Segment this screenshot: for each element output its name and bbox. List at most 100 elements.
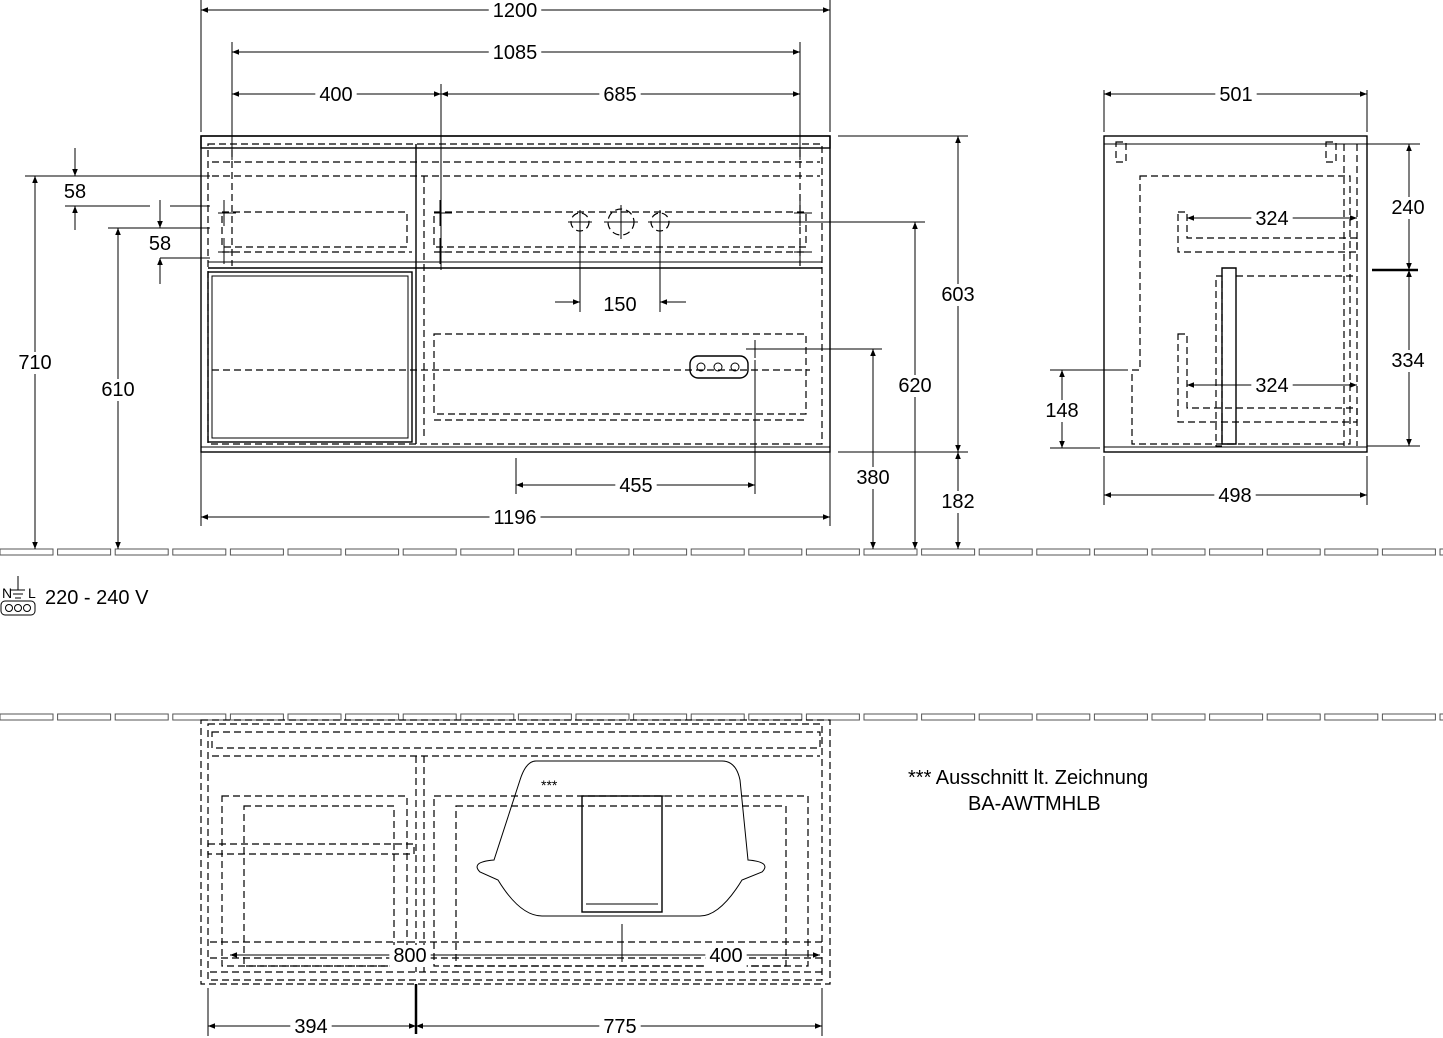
dim-socket-height: 380 xyxy=(856,467,889,489)
dim-width-inner-bg xyxy=(488,42,542,64)
front-view: 1200108540068558587106101504551196603620… xyxy=(14,0,979,549)
floor-line-bottom xyxy=(0,713,1443,721)
floor-segment xyxy=(863,713,918,721)
dim-offset-top: 58 xyxy=(64,181,86,203)
floor-segment xyxy=(633,713,688,721)
floor-segment xyxy=(748,713,803,721)
floor-segment xyxy=(57,713,112,721)
dim-left-width: 394 xyxy=(294,1016,327,1038)
dim-drawer-depth-upper: 324 xyxy=(1255,208,1288,230)
dim-width-inner: 1085 xyxy=(493,42,538,64)
dim-height-total: 710 xyxy=(18,352,51,374)
floor-segment xyxy=(1151,713,1206,721)
floor-segment xyxy=(172,713,227,721)
floor-segment xyxy=(805,548,860,556)
floor-segment xyxy=(575,713,630,721)
floor-segment xyxy=(921,548,976,556)
dim-right-width-bg xyxy=(599,1016,641,1038)
floor-segment xyxy=(1209,548,1264,556)
dim-offset-second: 58 xyxy=(149,233,171,255)
dim-lower-height-bg xyxy=(1387,350,1429,372)
floor-segment xyxy=(1266,713,1321,721)
dim-depth-top-bg xyxy=(1215,84,1257,106)
dim-right-section: 685 xyxy=(603,84,636,106)
voltage-label: 220 - 240 V xyxy=(45,587,149,609)
floor-segment xyxy=(690,548,745,556)
dim-offset-second-bg xyxy=(144,233,176,255)
floor-segment xyxy=(229,548,284,556)
floor-segment xyxy=(1093,713,1148,721)
floor-segment xyxy=(1151,548,1206,556)
dim-depth-top: 501 xyxy=(1219,84,1252,106)
floor-segment xyxy=(460,713,515,721)
dim-left-section: 400 xyxy=(319,84,352,106)
floor-segment xyxy=(748,548,803,556)
dim-height-total-bg xyxy=(14,352,56,374)
dim-floor-gap: 182 xyxy=(941,491,974,513)
dim-height-to-tap: 620 xyxy=(898,375,931,397)
live-label: L xyxy=(28,585,36,601)
dim-drawer-depth-lower: 324 xyxy=(1255,375,1288,397)
floor-segment xyxy=(345,548,400,556)
dim-socket-height-bg xyxy=(852,467,894,489)
floor-segment xyxy=(402,548,457,556)
dim-right-section-bg xyxy=(599,84,641,106)
dim-body-height: 603 xyxy=(941,284,974,306)
floor-segment xyxy=(1439,713,1443,721)
floor-segment xyxy=(57,548,112,556)
dim-height-mid: 610 xyxy=(101,379,134,401)
floor-segment xyxy=(1036,548,1091,556)
floor-segment xyxy=(1093,548,1148,556)
dim-drawer-depth-upper-bg xyxy=(1251,208,1293,230)
floor-segment xyxy=(345,713,400,721)
floor-segment xyxy=(1324,548,1379,556)
floor-segment xyxy=(287,713,342,721)
dim-floor-gap-bg xyxy=(937,491,979,513)
floor-segment xyxy=(1324,713,1379,721)
neutral-label: N xyxy=(2,585,12,601)
floor-segment xyxy=(690,713,745,721)
floor-segment xyxy=(402,713,457,721)
socket-icon xyxy=(689,355,749,379)
floor-segment xyxy=(287,548,342,556)
floor-segment xyxy=(978,548,1033,556)
dim-side-socket-height-bg xyxy=(1041,400,1083,422)
floor-segment xyxy=(575,548,630,556)
dim-lower-height: 334 xyxy=(1391,350,1424,372)
floor-segment xyxy=(863,548,918,556)
floor-segment xyxy=(1439,548,1443,556)
note-line-2: BA-AWTMHLB xyxy=(968,793,1101,815)
electrical-symbol-icon xyxy=(0,576,36,616)
dim-socket-offset: 455 xyxy=(619,475,652,497)
dim-width-bottom-bg xyxy=(489,507,541,529)
floor-segment xyxy=(1266,548,1321,556)
floor-segment xyxy=(460,548,515,556)
tap-hole-center-icon xyxy=(604,205,638,239)
floor-segment xyxy=(114,548,169,556)
dim-width-top-bg xyxy=(488,0,542,22)
dim-upper-height: 240 xyxy=(1391,197,1424,219)
floor-segment xyxy=(1381,548,1436,556)
floor-segment xyxy=(633,548,688,556)
floor-segment xyxy=(517,548,572,556)
dim-left-width-bg xyxy=(290,1016,332,1038)
floor-segment xyxy=(921,713,976,721)
tap-hole-right-icon xyxy=(648,210,672,234)
floor-segment xyxy=(0,713,54,721)
dim-right-width: 775 xyxy=(603,1016,636,1038)
dim-socket-offset-bg xyxy=(615,475,657,497)
tap-hole-left-icon xyxy=(568,210,592,234)
dim-top-400-bg xyxy=(705,945,747,967)
dim-body-height-bg xyxy=(937,284,979,306)
dim-width-top: 1200 xyxy=(493,0,538,22)
floor-segment xyxy=(172,548,227,556)
floor-line-top xyxy=(0,548,1443,556)
sink-cutout xyxy=(476,760,766,917)
floor-segment xyxy=(1209,713,1264,721)
floor-segment xyxy=(978,713,1033,721)
dim-width-bottom: 1196 xyxy=(493,507,536,529)
dim-upper-height-bg xyxy=(1387,197,1429,219)
